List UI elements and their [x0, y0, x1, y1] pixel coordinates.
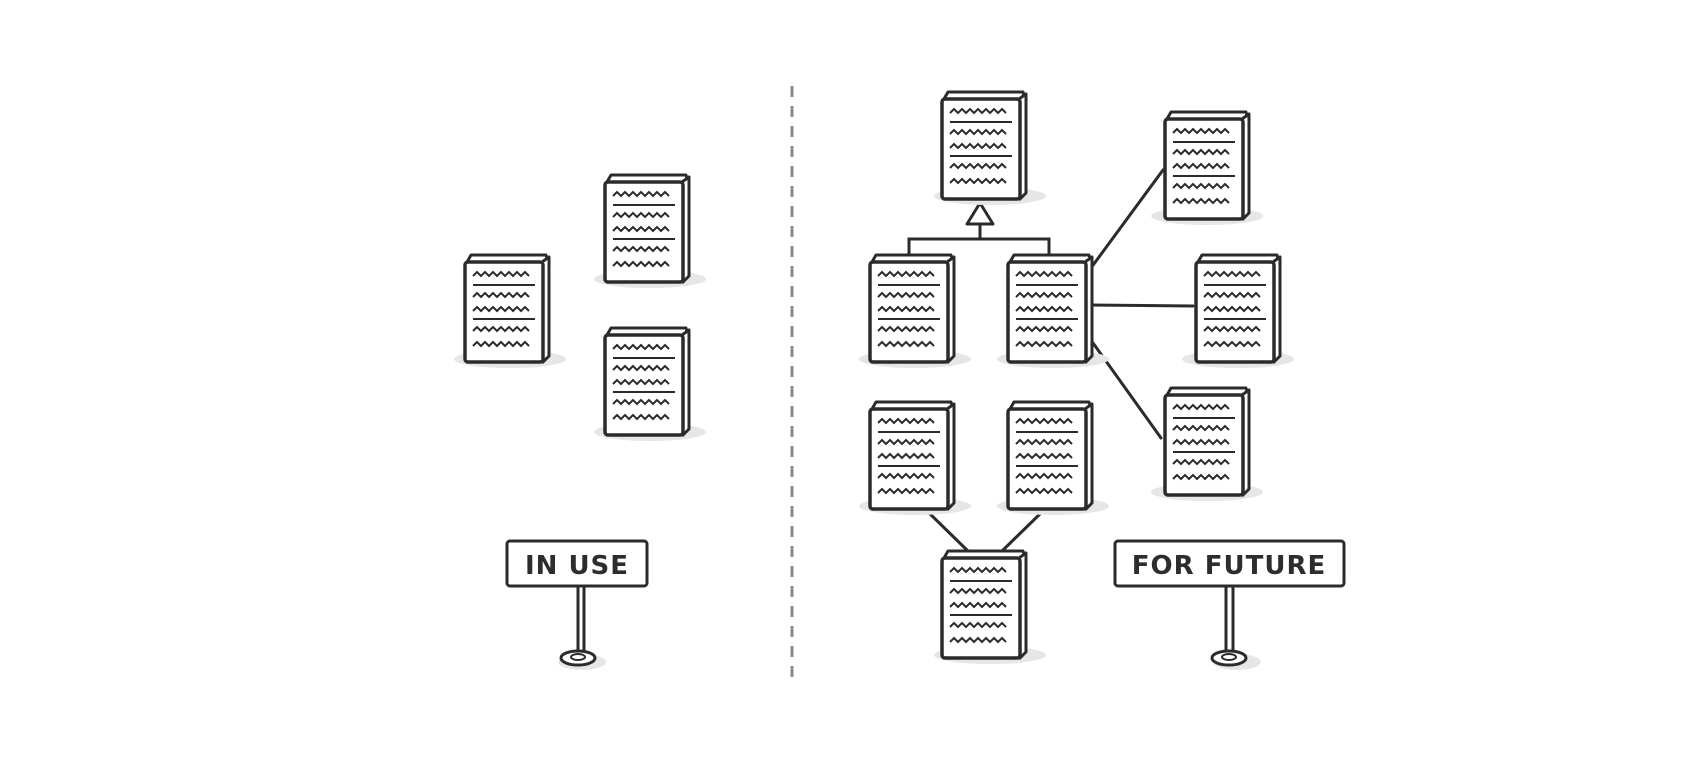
document-icon [934, 549, 1046, 664]
hollow-triangle-arrow-icon [965, 201, 995, 226]
document-icon [997, 253, 1109, 368]
in-use-group: IN USE [454, 173, 706, 670]
document-icon [859, 253, 971, 368]
document-icon [997, 400, 1109, 515]
for-future-group: FOR FUTURE [859, 90, 1346, 670]
in-use-sign: IN USE [505, 539, 649, 670]
in-use-label: IN USE [525, 551, 629, 581]
document-icon [859, 400, 971, 515]
document-icon [594, 326, 706, 441]
document-icon [1151, 110, 1263, 225]
document-icon [1182, 253, 1294, 368]
document-icon [934, 90, 1046, 205]
document-icon [594, 173, 706, 288]
for-future-label: FOR FUTURE [1132, 551, 1326, 581]
document-icon [454, 253, 566, 368]
for-future-sign: FOR FUTURE [1113, 539, 1346, 670]
connector-lines [907, 168, 1195, 555]
document-icon [1151, 386, 1263, 501]
